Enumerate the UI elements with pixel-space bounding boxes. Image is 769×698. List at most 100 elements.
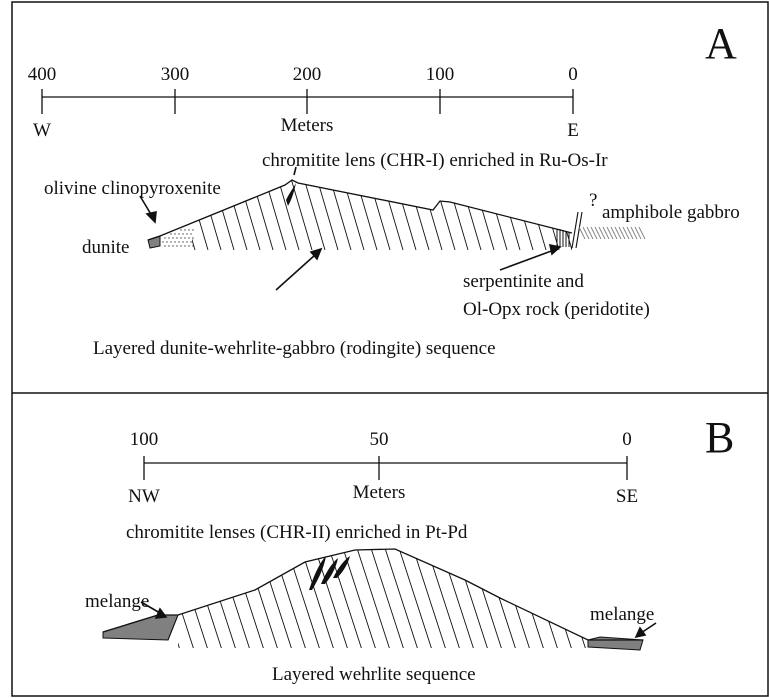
hatch-line bbox=[229, 549, 265, 648]
gabbro-hatch-line bbox=[602, 226, 610, 240]
stipple-dot bbox=[180, 245, 182, 247]
hatch-line bbox=[328, 180, 352, 250]
stipple-dot bbox=[168, 245, 170, 247]
gabbro-hatch-line bbox=[634, 226, 642, 240]
hatch-line bbox=[341, 180, 365, 250]
label-layered-sequence-a: Layered dunite-wehrlite-gabbro (rodingit… bbox=[93, 338, 496, 359]
stipple-dot bbox=[192, 245, 194, 247]
label-serpentinite: serpentinite and bbox=[463, 271, 584, 292]
hatch-line bbox=[551, 549, 587, 648]
panel-b-scale-bar: 100 50 0 NW Meters SE bbox=[128, 429, 638, 507]
gabbro-hatch-line bbox=[578, 226, 586, 240]
hatch-line bbox=[495, 549, 531, 648]
chromitite-lens-a bbox=[286, 183, 296, 206]
olivine-clinopyroxenite-zone bbox=[160, 223, 194, 248]
hatch-line bbox=[411, 549, 447, 648]
scale-unit: Meters bbox=[281, 115, 334, 136]
stipple-dot bbox=[180, 229, 182, 231]
stipple-dot bbox=[188, 237, 190, 239]
serpentinite-zone bbox=[556, 229, 570, 247]
stipple-dot bbox=[176, 245, 178, 247]
hatch-line bbox=[453, 549, 489, 648]
panel-b-arrows bbox=[140, 601, 657, 639]
scale-tick-label: 400 bbox=[28, 64, 57, 85]
hatch-line bbox=[419, 180, 443, 250]
hatch-line bbox=[536, 180, 560, 250]
hatch-line bbox=[380, 180, 404, 250]
hatch-line bbox=[509, 549, 545, 648]
hatch-line bbox=[383, 549, 419, 648]
hatch-line bbox=[276, 180, 300, 250]
scale-tick-label: 0 bbox=[568, 64, 578, 85]
stipple-dot bbox=[174, 241, 176, 243]
stipple-dot bbox=[172, 237, 174, 239]
scale-tick-label: 300 bbox=[161, 64, 190, 85]
panel-a-profile bbox=[147, 179, 573, 241]
stipple-dot bbox=[182, 241, 184, 243]
stipple-dot bbox=[172, 245, 174, 247]
gabbro-hatch-line bbox=[610, 226, 618, 240]
label-melange-left: melange bbox=[85, 591, 149, 612]
stipple-dot bbox=[192, 237, 194, 239]
gabbro-hatch-line bbox=[622, 226, 630, 240]
scale-unit: Meters bbox=[353, 482, 406, 503]
gabbro-hatch-line bbox=[630, 226, 638, 240]
hatch-line bbox=[250, 180, 274, 250]
hatch-line bbox=[565, 549, 588, 648]
scale-direction-west: W bbox=[33, 120, 51, 141]
hatch-line bbox=[510, 180, 534, 250]
panel-a-letter: A bbox=[705, 19, 737, 68]
hatch-line bbox=[367, 180, 391, 250]
scale-direction-northwest: NW bbox=[128, 486, 160, 507]
panel-b: B 100 50 0 NW Meters SE bbox=[85, 413, 734, 685]
hatch-line bbox=[537, 549, 573, 648]
label-melange-right: melange bbox=[590, 604, 654, 625]
hatch-line bbox=[289, 180, 313, 250]
hatch-line bbox=[313, 549, 349, 648]
hatch-line bbox=[285, 549, 321, 648]
hatch-line bbox=[355, 549, 391, 648]
stipple-dot bbox=[190, 241, 192, 243]
gabbro-hatch-line bbox=[606, 226, 614, 240]
gabbro-hatch-line bbox=[598, 226, 606, 240]
gabbro-hatch-line bbox=[590, 226, 598, 240]
scale-tick-label: 0 bbox=[622, 429, 632, 450]
stipple-dot bbox=[192, 229, 194, 231]
hatch-line bbox=[354, 180, 378, 250]
hatch-line bbox=[369, 549, 405, 648]
hatch-line bbox=[406, 180, 430, 250]
label-layered-sequence-b: Layered wehrlite sequence bbox=[272, 664, 476, 685]
gabbro-hatch-line bbox=[614, 226, 622, 240]
stipple-dot bbox=[178, 233, 180, 235]
stipple-dot bbox=[164, 245, 166, 247]
melange-right-block bbox=[587, 636, 644, 651]
label-chromitite-lenses: chromitite lenses (CHR-II) enriched in P… bbox=[126, 522, 468, 543]
hatch-line bbox=[425, 549, 461, 648]
hatch-line bbox=[178, 549, 209, 648]
label-chromitite-lens: chromitite lens (CHR-I) enriched in Ru-O… bbox=[262, 150, 608, 171]
stipple-dot bbox=[182, 233, 184, 235]
chromitite-lenses-b bbox=[309, 556, 350, 590]
hatch-line bbox=[458, 180, 482, 250]
hatch-line bbox=[594, 545, 628, 650]
stipple-dot bbox=[168, 237, 170, 239]
melange-left-block bbox=[102, 614, 179, 641]
hatch-line bbox=[523, 180, 547, 250]
panel-a-arrows bbox=[139, 166, 562, 291]
hatch-line bbox=[439, 549, 475, 648]
hatch-line bbox=[393, 180, 417, 250]
hatch-line bbox=[237, 180, 261, 250]
hatch-line bbox=[397, 549, 433, 648]
hatch-line bbox=[497, 180, 521, 250]
panel-b-profile bbox=[102, 548, 643, 641]
hatch-line bbox=[579, 549, 588, 648]
panel-b-letter: B bbox=[705, 413, 734, 462]
panel-a: A 400 300 200 100 0 W Meters E bbox=[28, 19, 740, 359]
label-amphibole-gabbro: amphibole gabbro bbox=[602, 202, 740, 223]
scale-direction-southeast: SE bbox=[616, 486, 638, 507]
stipple-dot bbox=[166, 241, 168, 243]
stipple-dot bbox=[186, 241, 188, 243]
stipple-dot bbox=[188, 245, 190, 247]
panel-a-scale-bar: 400 300 200 100 0 W Meters E bbox=[28, 64, 579, 141]
